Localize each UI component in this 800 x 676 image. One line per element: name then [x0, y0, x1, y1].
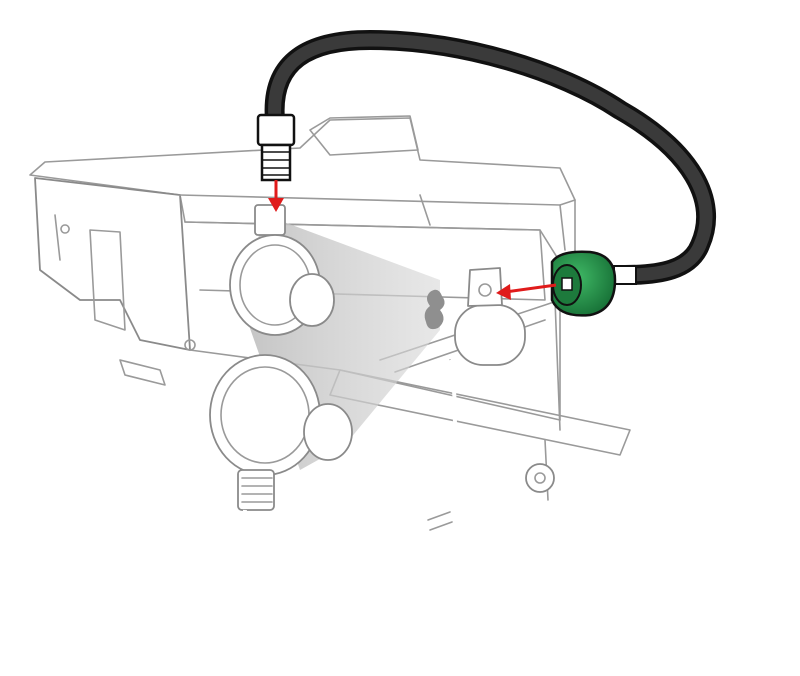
two-stage-regulator	[209, 204, 457, 634]
propane-tank	[454, 267, 526, 366]
hose	[264, 29, 717, 285]
hose-break-mark	[548, 95, 574, 123]
connection-arrows	[268, 180, 557, 300]
valve-silhouette	[424, 289, 445, 330]
qcc-connector	[550, 250, 637, 317]
brass-fitting	[256, 113, 296, 182]
